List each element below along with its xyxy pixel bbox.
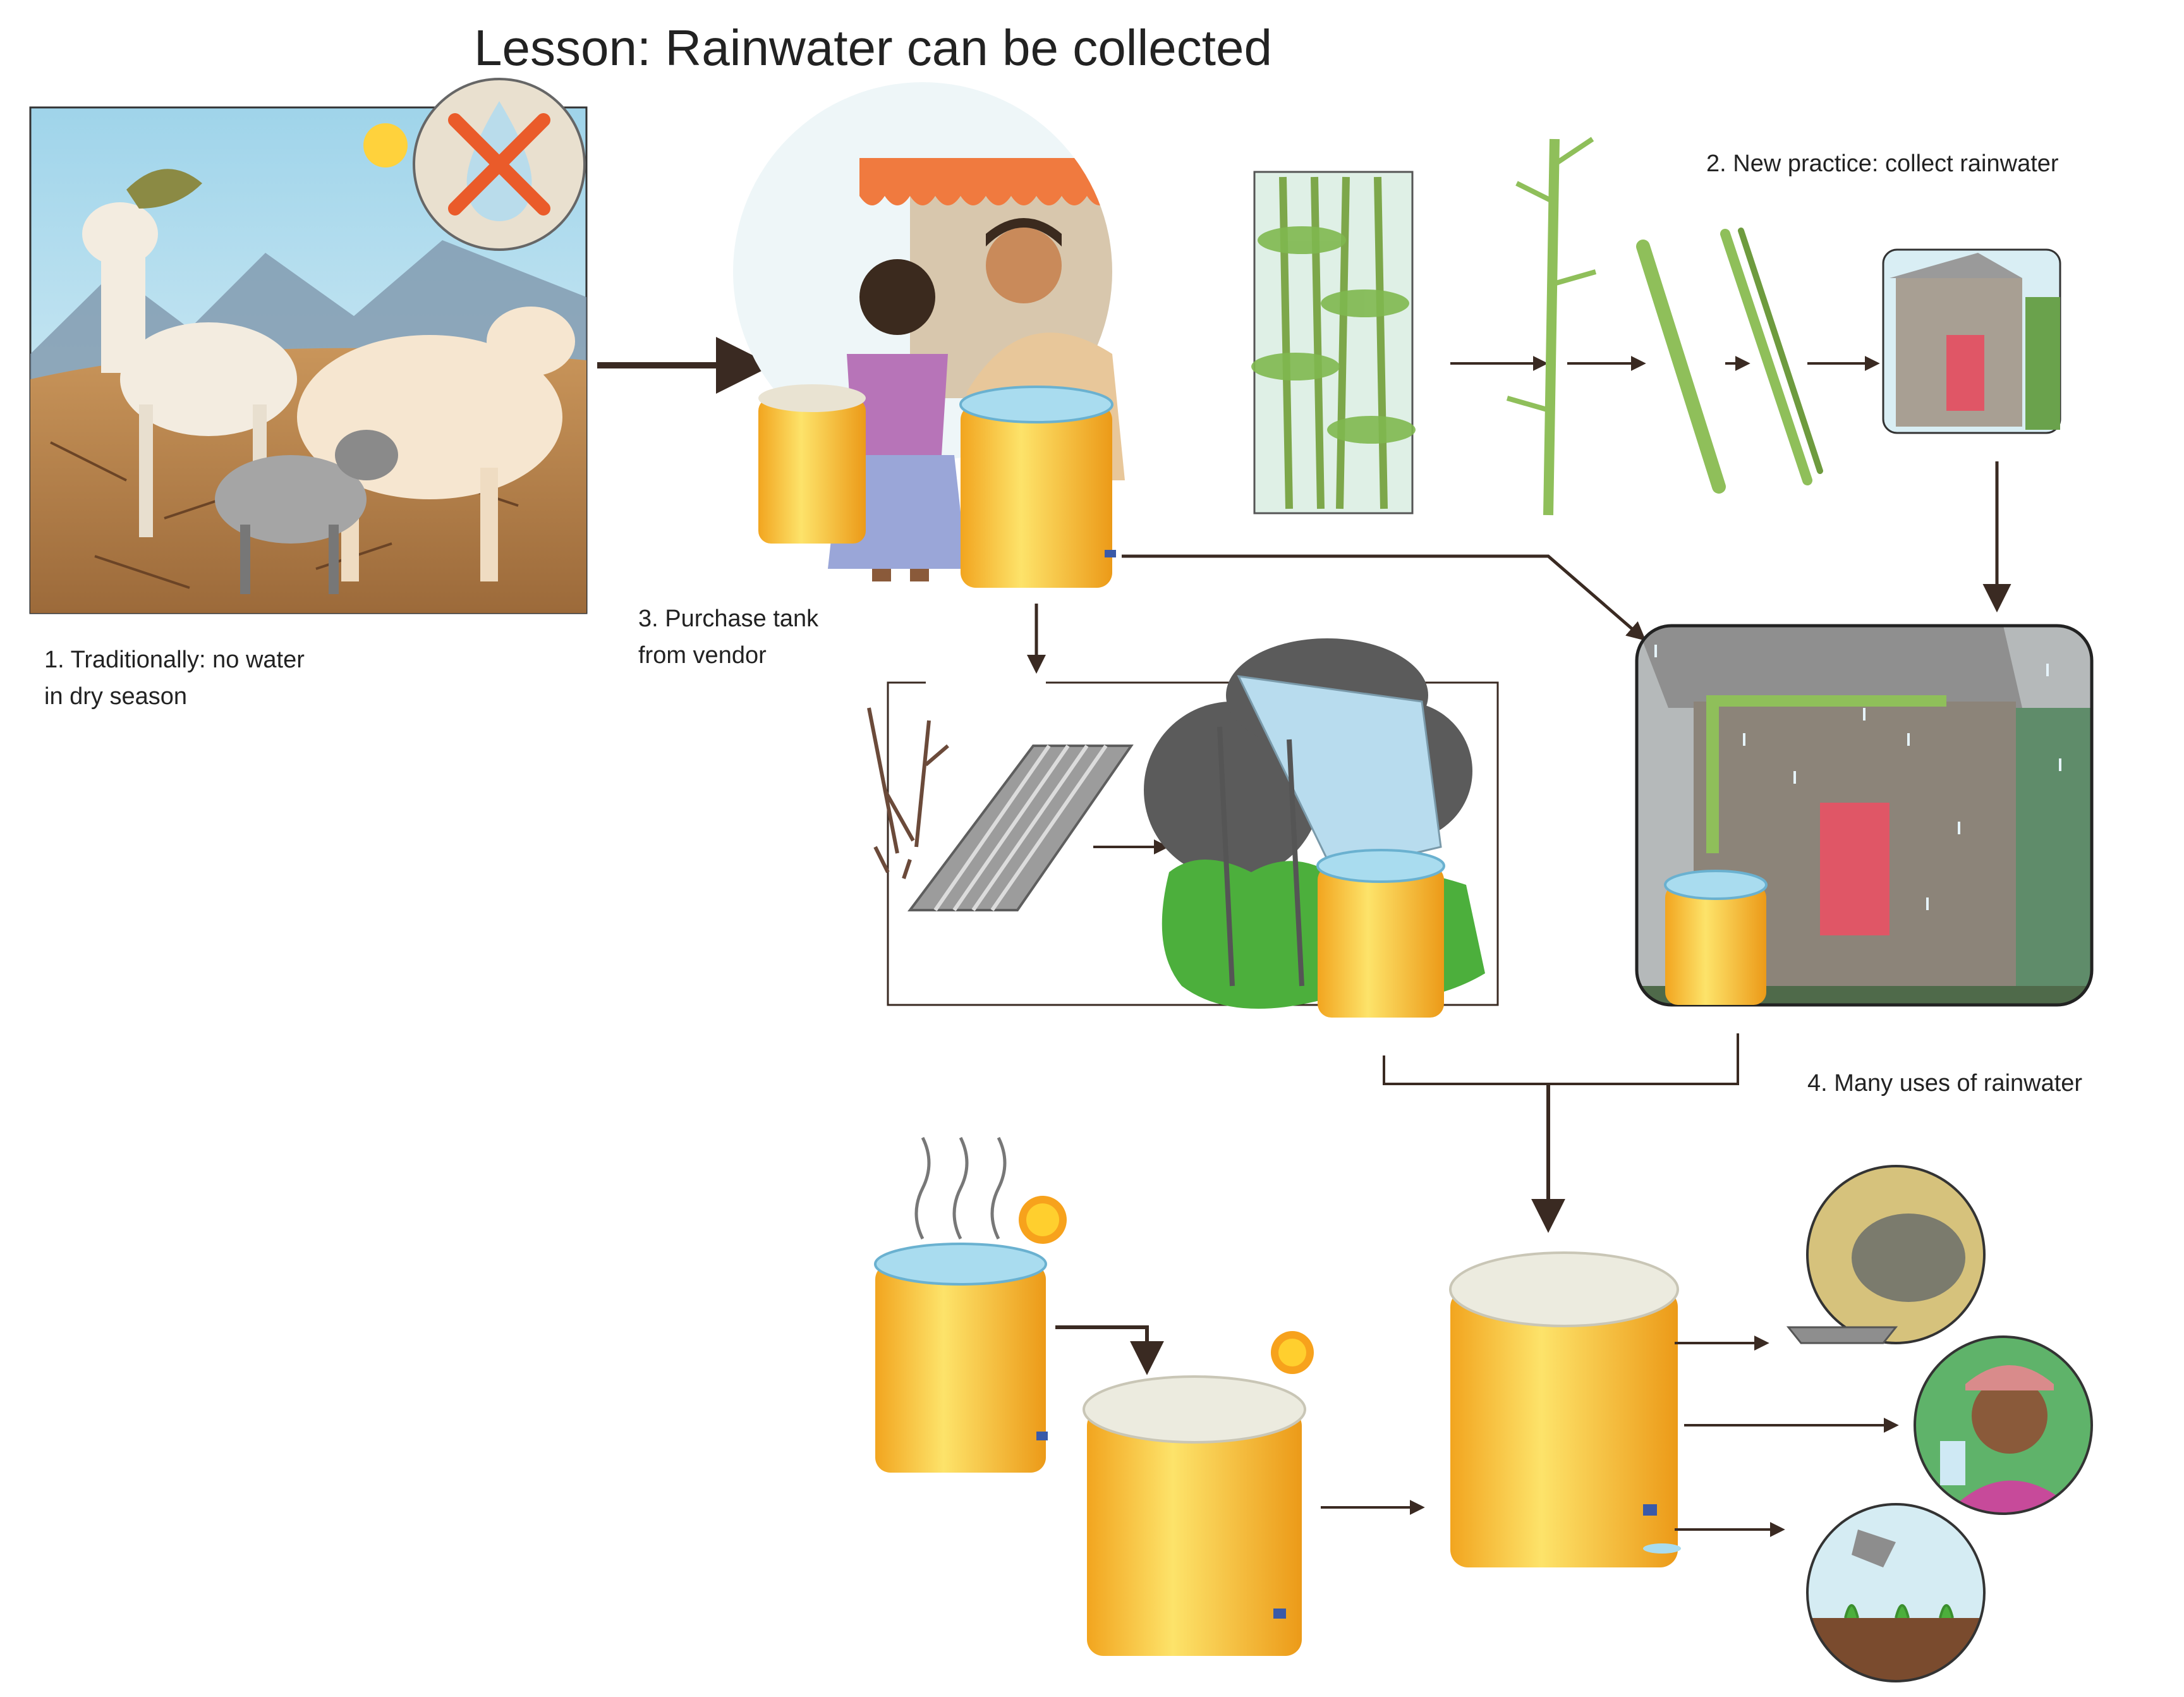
step3-caption: 3. Purchase tank from vendor bbox=[638, 600, 891, 674]
irrigation-use-icon bbox=[1806, 1503, 1986, 1682]
vendor-scene bbox=[733, 82, 1125, 588]
livestock-use-icon bbox=[1786, 1165, 1986, 1344]
tank-icon bbox=[1316, 849, 1445, 1018]
roof-collection-box bbox=[867, 638, 1499, 1018]
sun-icon bbox=[363, 123, 408, 167]
bamboo-pieces-icon bbox=[1636, 228, 1823, 494]
page-title: Lesson: Rainwater can be collected bbox=[474, 20, 1272, 76]
drinking-use-icon bbox=[1914, 1335, 2093, 1515]
step1-caption-line2: in dry season bbox=[44, 683, 188, 710]
house-in-rain-panel bbox=[1635, 624, 2094, 1007]
step2-caption: 2. New practice: collect rainwater bbox=[1706, 145, 2161, 182]
step1-caption: 1. Traditionally: no water in dry season bbox=[44, 642, 423, 715]
sun-icon bbox=[1271, 1331, 1314, 1374]
sticks-icon bbox=[867, 707, 949, 879]
tank-icon bbox=[1664, 870, 1768, 1005]
step3-caption-line1: 3. Purchase tank bbox=[638, 605, 819, 632]
arrow-3-to-4 bbox=[1122, 554, 1646, 641]
step3-caption-line2: from vendor bbox=[638, 642, 767, 669]
storage-tank-icon bbox=[1449, 1251, 1681, 1567]
metal-sheet-icon bbox=[907, 745, 1134, 911]
bamboo-panel bbox=[1251, 171, 1416, 514]
step4-caption: 4. Many uses of rainwater bbox=[1807, 1065, 2161, 1102]
step1-caption-line1: 1. Traditionally: no water bbox=[44, 647, 305, 673]
tank-icon bbox=[959, 386, 1116, 588]
step4-caption-line1: 4. Many uses of rainwater bbox=[1807, 1070, 2083, 1097]
sun-icon bbox=[1019, 1196, 1067, 1244]
merge-connector bbox=[1383, 1033, 1739, 1085]
tank-icon bbox=[758, 384, 866, 544]
bamboo-stalk-icon bbox=[1506, 137, 1597, 516]
covered-tank-icon bbox=[1083, 1375, 1306, 1656]
no-water-badge-icon bbox=[413, 78, 586, 251]
dry-season-panel bbox=[29, 78, 588, 614]
arrow-heat-to-cover bbox=[1055, 1325, 1164, 1375]
heated-tank-icon bbox=[874, 1136, 1048, 1473]
goat-icon bbox=[215, 430, 398, 594]
small-house-icon bbox=[1882, 248, 2061, 434]
step2-caption-line1: 2. New practice: collect rainwater bbox=[1706, 150, 2059, 177]
rain-roof-icon bbox=[1217, 675, 1442, 987]
